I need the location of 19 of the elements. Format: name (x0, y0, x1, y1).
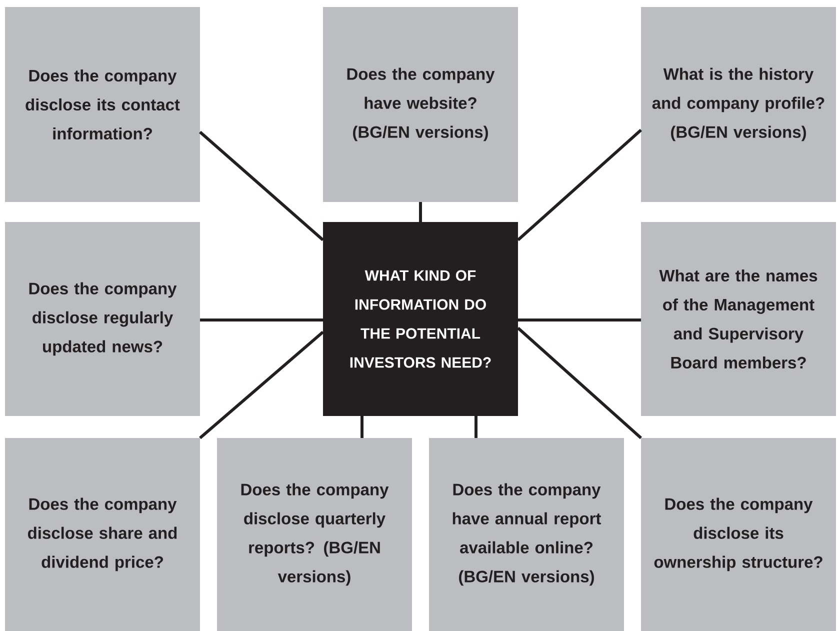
question-box: Does the company have website? (BG/EN versions) (323, 7, 518, 202)
connector-line (419, 202, 422, 222)
connector-line (199, 330, 324, 440)
question-box: What is the history and company profile? (BG/EN versions) (641, 7, 836, 202)
connector-line (474, 416, 478, 438)
question-box: Does the company disclose regularly updated news? (5, 222, 200, 416)
connector-line (199, 130, 324, 242)
question-box: Does the company have annual report available online? (BG/EN versions) (429, 438, 624, 631)
question-box: Does the company disclose share and dividend price? (5, 438, 200, 631)
central-question-box: WHAT KIND OF INFORMATION DO THE POTENTIAL INVESTORS NEED? (323, 222, 518, 416)
question-box: Does the company disclose quarterly reports? (BG/EN versions) (217, 438, 412, 631)
connector-line (360, 416, 364, 438)
connector-line (517, 326, 642, 440)
question-box: What are the names of the Management and Supervisory Board members? (641, 222, 836, 416)
connector-line (200, 318, 323, 322)
connector-line (518, 318, 641, 322)
question-box: Does the company disclose its ownership structure? (641, 438, 836, 631)
connector-line (517, 128, 642, 242)
question-box: Does the company disclose its contact information? (5, 7, 200, 202)
